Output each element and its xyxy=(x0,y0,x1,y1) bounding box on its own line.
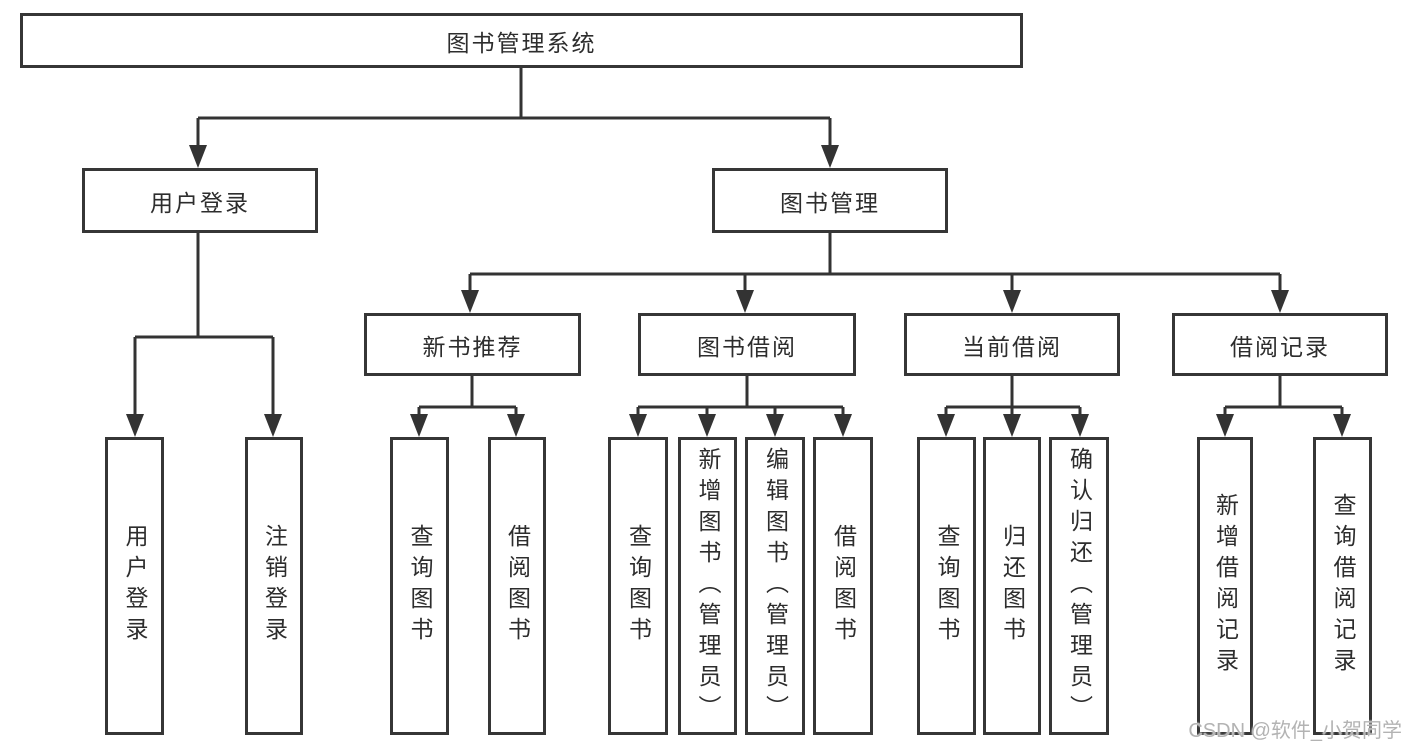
leaf-query-books-borrow: 查询图书 xyxy=(608,437,668,735)
leaf-label: 编辑图书（管理员） xyxy=(762,446,789,726)
leaf-label: 用户登录 xyxy=(122,524,148,648)
leaf-return-books: 归还图书 xyxy=(983,437,1041,735)
node-label: 图书管理系统 xyxy=(446,29,597,56)
leaf-query-books-recommend: 查询图书 xyxy=(390,437,449,735)
node-book-borrow: 图书借阅 xyxy=(638,313,856,376)
leaf-query-borrow-record: 查询借阅记录 xyxy=(1313,437,1372,735)
leaf-query-books-current: 查询图书 xyxy=(917,437,976,735)
leaf-confirm-return-admin: 确认归还（管理员） xyxy=(1049,437,1109,735)
leaf-label: 新增图书（管理员） xyxy=(695,446,721,726)
leaf-add-books-admin: 新增图书（管理员） xyxy=(678,437,737,735)
leaf-label: 查询图书 xyxy=(407,524,433,648)
node-label: 当前借阅 xyxy=(962,333,1062,360)
node-label: 新书推荐 xyxy=(422,333,523,360)
leaf-borrow-books-recommend: 借阅图书 xyxy=(488,437,546,735)
node-label: 用户登录 xyxy=(150,189,250,216)
leaf-label: 新增借阅记录 xyxy=(1212,493,1239,679)
node-current-borrow: 当前借阅 xyxy=(904,313,1120,376)
node-label: 借阅记录 xyxy=(1230,333,1330,360)
node-new-book-recommend: 新书推荐 xyxy=(364,313,581,376)
node-label: 图书借阅 xyxy=(697,333,797,360)
leaf-label: 查询借阅记录 xyxy=(1330,493,1356,679)
leaf-borrow-books: 借阅图书 xyxy=(813,437,873,735)
leaf-label: 注销登录 xyxy=(261,524,288,648)
leaf-label: 确认归还（管理员） xyxy=(1066,446,1093,726)
node-user-login: 用户登录 xyxy=(82,168,318,233)
leaf-add-borrow-record: 新增借阅记录 xyxy=(1197,437,1253,735)
node-label: 图书管理 xyxy=(780,189,880,216)
leaf-label: 借阅图书 xyxy=(504,524,531,648)
node-borrow-record: 借阅记录 xyxy=(1172,313,1388,376)
leaf-label: 借阅图书 xyxy=(830,524,857,648)
leaf-label: 归还图书 xyxy=(999,524,1026,648)
leaf-logout: 注销登录 xyxy=(245,437,303,735)
leaf-user-login: 用户登录 xyxy=(105,437,164,735)
node-book-management: 图书管理 xyxy=(712,168,948,233)
leaf-label: 查询图书 xyxy=(934,524,960,648)
csdn-watermark: CSDN @软件_小贺同学 xyxy=(1188,720,1402,742)
node-system-root: 图书管理系统 xyxy=(20,13,1023,68)
leaf-label: 查询图书 xyxy=(625,524,652,648)
leaf-edit-books-admin: 编辑图书（管理员） xyxy=(745,437,805,735)
